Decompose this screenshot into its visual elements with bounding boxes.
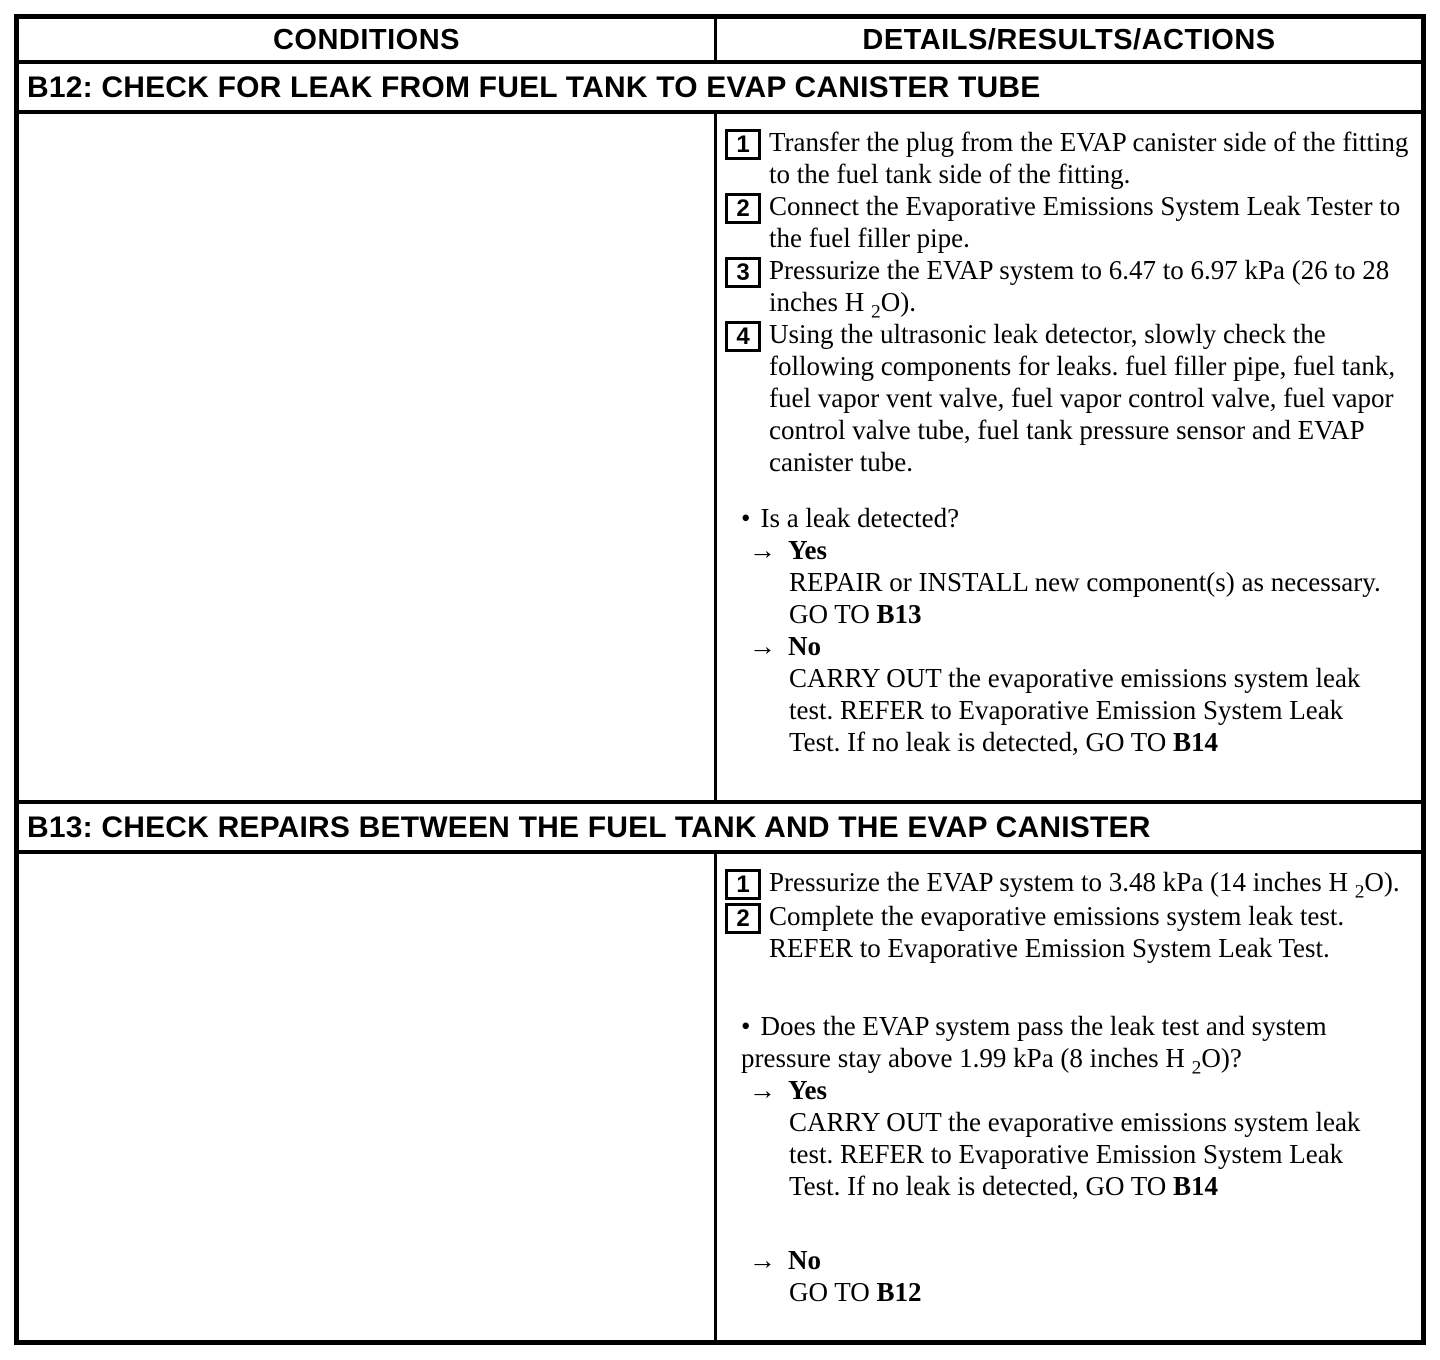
b12-details-cell: 1 Transfer the plug from the EVAP canist… xyxy=(717,114,1421,800)
step-number-box: 1 xyxy=(725,129,761,160)
column-header-details: DETAILS/RESULTS/ACTIONS xyxy=(862,24,1276,56)
step-row: 4 Using the ultrasonic leak detector, sl… xyxy=(725,318,1411,478)
step-row: 2 Complete the evaporative emissions sys… xyxy=(725,900,1411,964)
step-number-box: 1 xyxy=(725,869,761,900)
question-text: Does the EVAP system pass the leak test … xyxy=(741,1011,1327,1078)
arrow-icon: → xyxy=(749,631,776,661)
step-row: 1 Pressurize the EVAP system to 3.48 kPa… xyxy=(725,866,1411,902)
b13-conditions-cell xyxy=(19,854,717,1340)
action-ref: B14 xyxy=(1173,727,1219,757)
action-ref: B12 xyxy=(876,1277,922,1307)
section-b12-title: B12: CHECK FOR LEAK FROM FUEL TANK TO EV… xyxy=(19,64,1421,114)
branch-yes-line: → Yes xyxy=(725,534,1411,566)
step-text-segment: Using the ultrasonic leak detector, slow… xyxy=(769,319,1396,477)
action-text: GO TO xyxy=(789,1277,877,1307)
step-text-segment: Pressurize the EVAP system to 6.47 to 6.… xyxy=(769,255,1390,317)
branch-no-line: → No xyxy=(725,1244,1411,1276)
step-row: 2 Connect the Evaporative Emissions Syst… xyxy=(725,190,1411,254)
subscript-2: 2 xyxy=(870,301,881,323)
branch-yes-line: → Yes xyxy=(725,1074,1411,1106)
step-text: Transfer the plug from the EVAP canister… xyxy=(769,126,1411,190)
step-text-segment: Pressurize the EVAP system to 3.48 kPa (… xyxy=(769,867,1355,897)
branch-yes-label: Yes xyxy=(788,1075,827,1105)
step-text: Pressurize the EVAP system to 3.48 kPa (… xyxy=(769,866,1411,902)
branch-yes-action: CARRY OUT the evaporative emissions syst… xyxy=(725,1106,1389,1202)
question-line: • Is a leak detected? xyxy=(725,502,1411,534)
action-text: REPAIR or INSTALL new component(s) as ne… xyxy=(789,567,1381,629)
step-number-box: 3 xyxy=(725,257,761,288)
step-text: Using the ultrasonic leak detector, slow… xyxy=(769,318,1411,478)
branch-yes-label: Yes xyxy=(788,535,827,565)
step-text-segment: O). xyxy=(1364,867,1400,897)
branch-yes-action: REPAIR or INSTALL new component(s) as ne… xyxy=(725,566,1389,630)
section-b13-body: 1 Pressurize the EVAP system to 3.48 kPa… xyxy=(19,854,1421,1340)
column-header-conditions: CONDITIONS xyxy=(19,19,717,60)
step-number-box: 2 xyxy=(725,903,761,934)
bullet-marker: • xyxy=(741,503,751,533)
branch-no-action: GO TO B12 xyxy=(725,1276,1389,1308)
section-b13-title: B13: CHECK REPAIRS BETWEEN THE FUEL TANK… xyxy=(19,804,1421,854)
step-row: 1 Transfer the plug from the EVAP canist… xyxy=(725,126,1411,190)
branch-no-label: No xyxy=(788,631,821,661)
question-text-segment: Does the EVAP system pass the leak test … xyxy=(741,1011,1327,1073)
arrow-icon: → xyxy=(749,535,776,565)
step-row: 3 Pressurize the EVAP system to 6.47 to … xyxy=(725,254,1411,322)
step-number-box: 2 xyxy=(725,193,761,224)
b13-details-cell: 1 Pressurize the EVAP system to 3.48 kPa… xyxy=(717,854,1421,1340)
b13-decision-block: •Does the EVAP system pass the leak test… xyxy=(725,1010,1411,1308)
action-ref: B14 xyxy=(1173,1171,1219,1201)
branch-no-line: → No xyxy=(725,630,1411,662)
b12-decision-block: • Is a leak detected? → Yes REPAIR or INST… xyxy=(725,502,1411,758)
subscript-2: 2 xyxy=(1354,881,1365,903)
arrow-icon: → xyxy=(749,1245,776,1275)
step-text: Pressurize the EVAP system to 6.47 to 6.… xyxy=(769,254,1411,322)
section-b12-body: 1 Transfer the plug from the EVAP canist… xyxy=(19,114,1421,804)
action-ref: B13 xyxy=(876,599,922,629)
question-line: •Does the EVAP system pass the leak test… xyxy=(725,1010,1411,1078)
subscript-2: 2 xyxy=(1191,1057,1202,1079)
step-text: Complete the evaporative emissions syste… xyxy=(769,900,1411,964)
action-text: CARRY OUT the evaporative emissions syst… xyxy=(789,663,1361,757)
b12-conditions-cell xyxy=(19,114,717,800)
step-text-segment: Connect the Evaporative Emissions System… xyxy=(769,191,1401,253)
table-header-row: CONDITIONS DETAILS/RESULTS/ACTIONS xyxy=(19,19,1421,64)
question-text: Is a leak detected? xyxy=(760,503,960,533)
pinpoint-test-table: CONDITIONS DETAILS/RESULTS/ACTIONS B12: … xyxy=(14,14,1426,1345)
step-text-segment: O). xyxy=(880,287,916,317)
step-number-box: 4 xyxy=(725,321,761,352)
step-text-segment: Transfer the plug from the EVAP canister… xyxy=(769,127,1409,189)
question-text-segment: O)? xyxy=(1201,1043,1242,1073)
action-text: CARRY OUT the evaporative emissions syst… xyxy=(789,1107,1361,1201)
branch-no-label: No xyxy=(788,1245,821,1275)
arrow-icon: → xyxy=(749,1075,776,1105)
step-text-segment: Complete the evaporative emissions syste… xyxy=(769,901,1345,963)
step-text: Connect the Evaporative Emissions System… xyxy=(769,190,1411,254)
branch-no-action: CARRY OUT the evaporative emissions syst… xyxy=(725,662,1389,758)
bullet-marker: • xyxy=(741,1011,751,1041)
